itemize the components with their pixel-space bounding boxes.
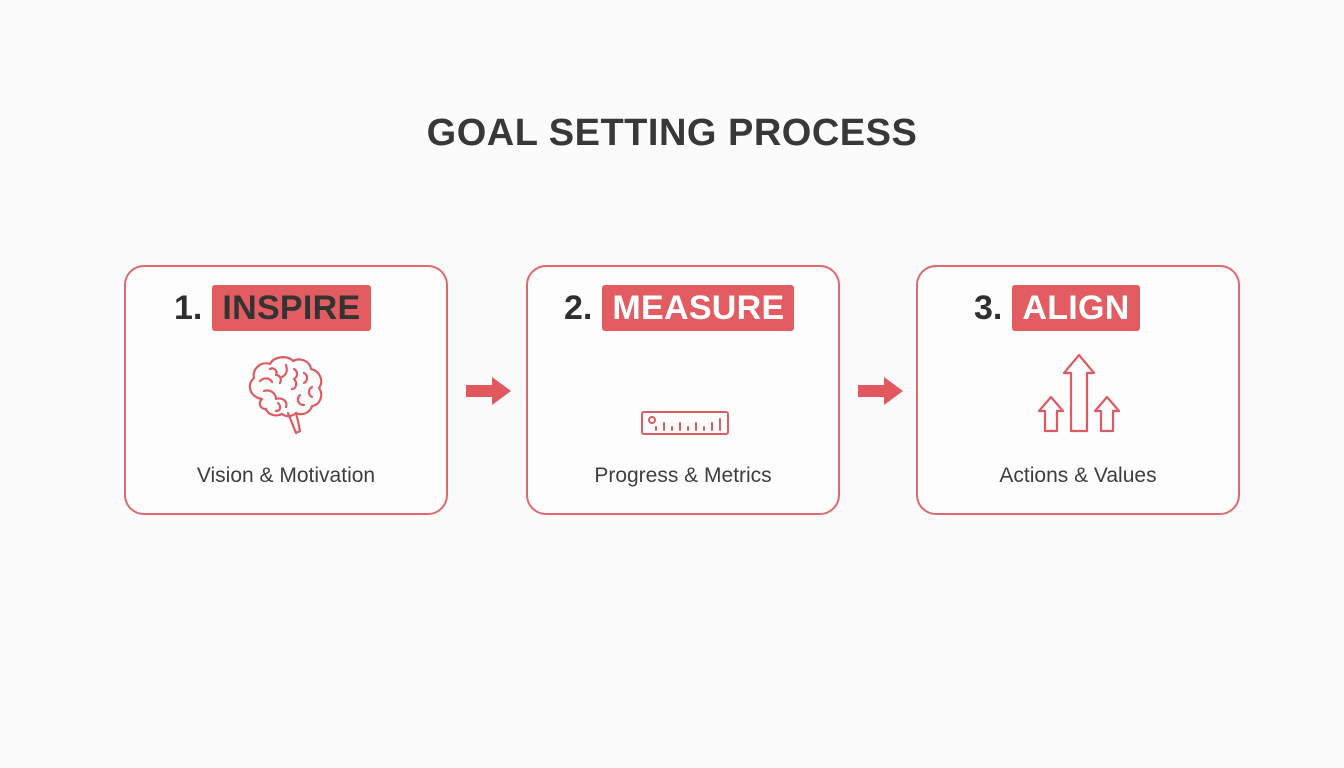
step-card-align: 3. ALIGN Actions & Values xyxy=(916,265,1240,515)
step-caption: Vision & Motivation xyxy=(196,464,376,487)
step-badge: ALIGN xyxy=(1012,285,1140,331)
arrow-right-icon xyxy=(466,377,511,405)
step-number: 2. xyxy=(564,288,593,327)
brain-icon xyxy=(248,356,323,435)
up-arrows-icon xyxy=(1037,353,1121,433)
step-header: 3. ALIGN xyxy=(974,285,1140,331)
step-caption: Actions & Values xyxy=(999,464,1157,487)
step-badge: INSPIRE xyxy=(212,285,371,331)
step-badge: MEASURE xyxy=(602,285,795,331)
step-caption: Progress & Metrics xyxy=(594,464,772,487)
ruler-icon xyxy=(641,411,729,435)
step-card-inspire: 1. INSPIRE Vision & Motivation xyxy=(124,265,448,515)
step-header: 2. MEASURE xyxy=(564,285,795,331)
step-number: 1. xyxy=(174,288,203,327)
arrow-right-icon xyxy=(858,377,903,405)
step-header: 1. INSPIRE xyxy=(174,285,371,331)
step-card-measure: 2. MEASURE Progress & Metrics xyxy=(526,265,840,515)
step-number: 3. xyxy=(974,288,1003,327)
page-title: GOAL SETTING PROCESS xyxy=(426,112,918,154)
